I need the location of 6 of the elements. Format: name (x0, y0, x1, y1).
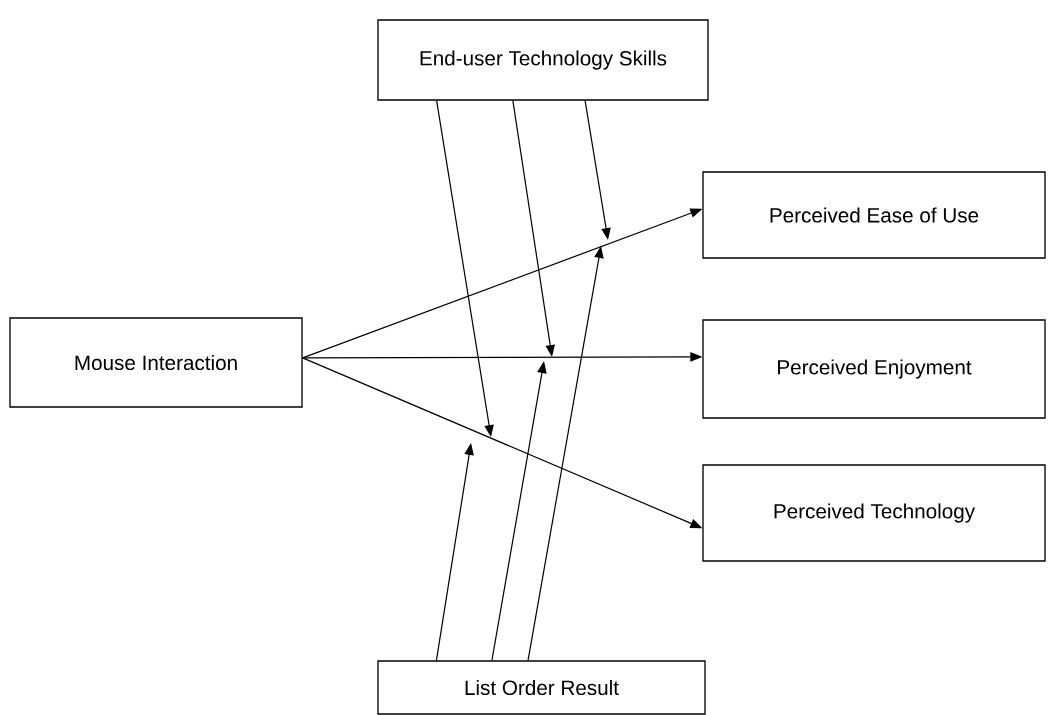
concept-box: End-user Technology Skills (377, 19, 709, 101)
concept-box: Perceived Ease of Use (702, 171, 1046, 259)
concept-box: Perceived Enjoyment (702, 319, 1046, 419)
concept-box: Perceived Technology (702, 464, 1046, 562)
concept-box: Mouse Interaction (9, 317, 303, 408)
concept-box: List Order Result (377, 660, 706, 715)
